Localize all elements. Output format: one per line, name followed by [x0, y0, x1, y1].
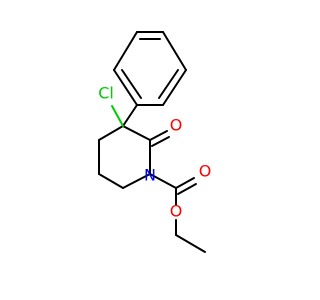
- atom-n: N: [144, 166, 156, 185]
- bond-c6-c5: [98, 173, 124, 189]
- bond-ccarb-o-carbonyl-a: [175, 177, 195, 189]
- bond-c3-cl: [111, 105, 124, 127]
- bond-n-c6: [122, 173, 151, 189]
- bond-ph5-ph6-inner: [121, 69, 142, 99]
- bond-c4-c3: [98, 125, 124, 141]
- bond-n-ccarb: [149, 173, 177, 189]
- bond-c2-o-ketone-a: [149, 130, 168, 141]
- structure-canvas: Cl O N O O: [98, 31, 212, 253]
- bond-ph5-ph6: [113, 69, 138, 106]
- bond-ccarb-o-carbonyl-b: [177, 183, 197, 195]
- atom-o-ester: O: [170, 202, 183, 221]
- bond-ph3-ph4-inner: [158, 69, 179, 99]
- atom-labels: Cl O N O O: [98, 84, 211, 221]
- molecule-structure: Cl O N O O: [98, 31, 211, 253]
- bond-ph2-ph3: [162, 31, 187, 71]
- bond-ch2-ch3: [175, 234, 206, 253]
- bonds: [98, 31, 206, 253]
- bond-phenyl-c3: [122, 104, 138, 127]
- atom-cl: Cl: [98, 84, 114, 103]
- bond-c3-c2: [122, 125, 151, 141]
- bond-ph6-ph1: [113, 31, 138, 71]
- bond-ph3-ph4: [162, 69, 187, 106]
- atom-o-ketone: O: [170, 116, 183, 135]
- atom-o-carbonyl: O: [199, 162, 212, 181]
- bond-c2-o-ketone-b: [151, 136, 170, 147]
